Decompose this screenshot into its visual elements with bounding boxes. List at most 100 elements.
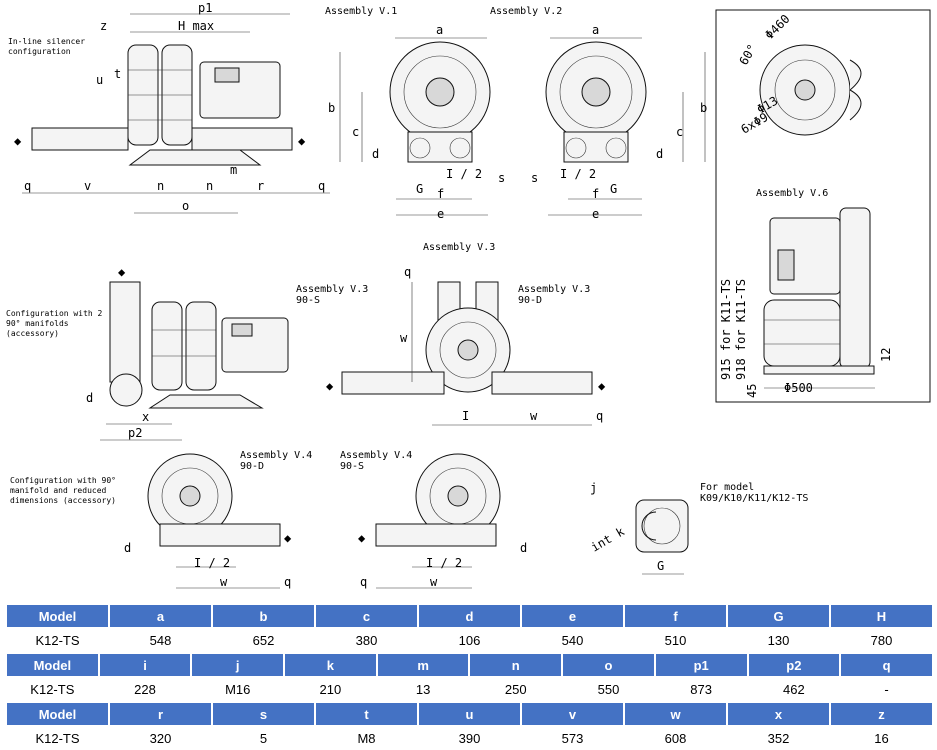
v6-dim-918: 918 for K11-TS	[734, 279, 748, 380]
table-header-cell: r	[108, 701, 213, 727]
v2-dim-i2: I / 2	[560, 167, 596, 181]
v4-d-dim-w: w	[220, 575, 228, 589]
v1-dim-i2: I / 2	[446, 167, 482, 181]
assembly-v4-d-label-2: 90-D	[240, 461, 264, 472]
table-cell: 16	[830, 726, 933, 750]
table-header-cell: Model	[5, 701, 110, 727]
table-header-cell: x	[726, 701, 831, 727]
table-cell: 228	[98, 677, 192, 701]
v2-dim-s: s	[531, 171, 538, 185]
dim-n2-label: n	[206, 179, 213, 193]
assembly-v4-s-label-1: Assembly V.4	[340, 450, 412, 461]
v6-dim-12: 12	[879, 348, 893, 362]
table-header-cell: n	[468, 652, 564, 678]
table-header-cell: H	[829, 603, 934, 629]
v1-dim-g: G	[416, 182, 423, 196]
table-cell: K12-TS	[6, 677, 99, 701]
dim-t-label: t	[114, 67, 121, 81]
table-header-cell: Model	[5, 652, 100, 678]
dimension-table-3: Model r s t u v w x z K12-TS 320 5 M8 39…	[5, 701, 934, 750]
dim-z-label: z	[100, 19, 107, 33]
table-cell: 462	[747, 677, 841, 701]
assembly-v4-d-drawing: Assembly V.4 90-D ◆ d I / 2 w q	[124, 450, 312, 589]
manifold-90-title-2: manifold and reduced	[10, 486, 107, 495]
assembly-v3-title: Assembly V.3	[423, 242, 495, 253]
top-dim-angle60: 60°	[736, 42, 759, 68]
table-cell: 873	[654, 677, 748, 701]
table-cell: 540	[521, 628, 624, 652]
svg-text:◆: ◆	[14, 134, 22, 148]
table-header-row: Model i j k m n o p1 p2 q	[5, 652, 934, 678]
table-cell: 608	[624, 726, 727, 750]
v6-dim-45: 45	[745, 384, 759, 398]
table-cell: 130	[727, 628, 830, 652]
svg-text:◆: ◆	[284, 531, 292, 545]
dim-q-left-label: q	[24, 179, 31, 193]
table-cell: K12-TS	[6, 726, 109, 750]
table-cell: 510	[624, 628, 727, 652]
table-cell: 320	[109, 726, 212, 750]
table-cell: 5	[212, 726, 315, 750]
assembly-v3-drawing: Assembly V.3 Assembly V.3 90-S Assembly …	[296, 242, 606, 426]
table-header-cell: q	[839, 652, 934, 678]
v2-dim-d: d	[656, 147, 663, 161]
v1-dim-d: d	[372, 147, 379, 161]
v1-dim-c: c	[352, 125, 359, 139]
svg-text:◆: ◆	[298, 134, 306, 148]
dim-p1-label: p1	[198, 1, 212, 15]
v2-dim-c: c	[676, 125, 683, 139]
table-cell: 652	[212, 628, 315, 652]
svg-text:◆: ◆	[326, 379, 334, 393]
table-row: K12-TS 548 652 380 106 540 510 130 780	[6, 628, 933, 652]
dimension-table-1: Model a b c d e f G H K12-TS 548 652 380…	[5, 603, 934, 652]
table-header-cell: a	[108, 603, 213, 629]
table-row: K12-TS 320 5 M8 390 573 608 352 16	[6, 726, 933, 750]
table-header-cell: j	[190, 652, 286, 678]
table-cell: 352	[727, 726, 830, 750]
table-header-cell: v	[520, 701, 625, 727]
dim-hmax-label: H max	[178, 19, 214, 33]
assembly-v4-s-label-2: 90-S	[340, 461, 364, 472]
svg-text:◆: ◆	[358, 531, 366, 545]
port-dim-g: G	[657, 559, 664, 573]
port-detail-label-2: K09/K10/K11/K12-TS	[700, 493, 808, 504]
table-header-cell: w	[623, 701, 728, 727]
port-detail-drawing: For model K09/K10/K11/K12-TS j int k G	[589, 481, 808, 575]
technical-drawing: In-line silencer configuration p1 z H ma…	[6, 1, 931, 589]
dimension-table-2: Model i j k m n o p1 p2 q K12-TS 228 M16…	[5, 652, 934, 701]
table-header-cell: b	[211, 603, 316, 629]
table-header-cell: Model	[5, 603, 110, 629]
assembly-v3-s-label-1: Assembly V.3	[296, 284, 368, 295]
v1-dim-a: a	[436, 23, 443, 37]
table-cell: 550	[562, 677, 655, 701]
v6-dim-915: 915 for K11-TS	[719, 279, 733, 380]
assembly-v3-d-label-1: Assembly V.3	[518, 284, 590, 295]
table-header-cell: s	[211, 701, 316, 727]
table-cell: M16	[191, 677, 285, 701]
table-header-cell: c	[314, 603, 419, 629]
v4-d-dim-i2: I / 2	[194, 556, 230, 570]
manifold-90-title-3: dimensions (accessory)	[10, 496, 116, 505]
table-header-cell: p2	[746, 652, 842, 678]
v2-dim-g: G	[610, 182, 617, 196]
assembly-v2-title: Assembly V.2	[490, 6, 562, 17]
table-header-cell: m	[375, 652, 471, 678]
dim-v-label: v	[84, 179, 91, 193]
dim-o-label: o	[182, 199, 189, 213]
v4-s-dim-d: d	[520, 541, 527, 555]
v2-dim-e: e	[592, 207, 599, 221]
v1-dim-f: f	[437, 187, 444, 201]
dim-r-label: r	[257, 179, 264, 193]
v4-s-dim-q: q	[360, 575, 367, 589]
table-header-cell: u	[417, 701, 522, 727]
table-header-cell: k	[283, 652, 378, 678]
v3-dim-q-top: q	[404, 265, 411, 279]
table-cell: 210	[284, 677, 377, 701]
table-header-cell: f	[623, 603, 728, 629]
table-cell: K12-TS	[6, 628, 109, 652]
port-dim-int-k: int k	[589, 524, 628, 555]
v3-dim-w-left: w	[400, 331, 408, 345]
two-manifolds-title-2: 90° manifolds	[6, 319, 69, 328]
two-manifolds-title-3: (accessory)	[6, 329, 59, 338]
v4-s-dim-i2: I / 2	[426, 556, 462, 570]
